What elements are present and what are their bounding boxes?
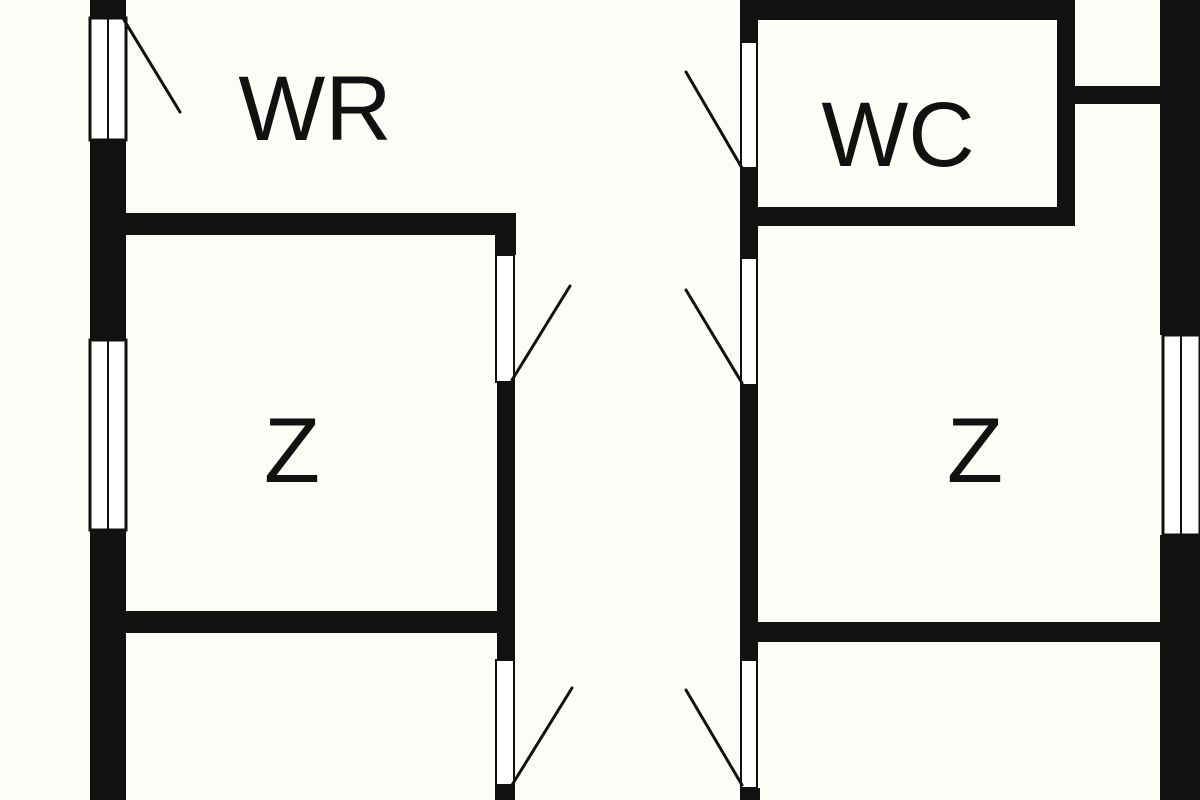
door-swing-left-upper xyxy=(510,284,572,382)
door-swing-right-lower xyxy=(684,688,744,787)
outer-wall-left xyxy=(90,0,126,800)
room-label-wr: WR xyxy=(238,58,391,160)
door-swing-wr xyxy=(122,18,182,114)
door-swing-lines xyxy=(122,18,744,787)
right-room-walls xyxy=(740,0,1160,800)
window-left-top xyxy=(88,16,128,142)
outer-wall-right xyxy=(1160,0,1200,800)
door-swing-right-upper xyxy=(684,288,744,385)
room-label-z-left: Z xyxy=(264,400,320,502)
room-label-wc: WC xyxy=(821,84,974,186)
right-door-openings xyxy=(740,41,758,789)
left-room-walls xyxy=(126,213,516,800)
window-left-middle xyxy=(88,338,128,532)
room-label-z-right: Z xyxy=(947,400,1003,502)
door-swing-wc xyxy=(684,70,744,170)
door-swing-left-lower xyxy=(510,686,574,787)
left-door-openings xyxy=(495,254,515,786)
window-right-middle xyxy=(1161,333,1200,537)
